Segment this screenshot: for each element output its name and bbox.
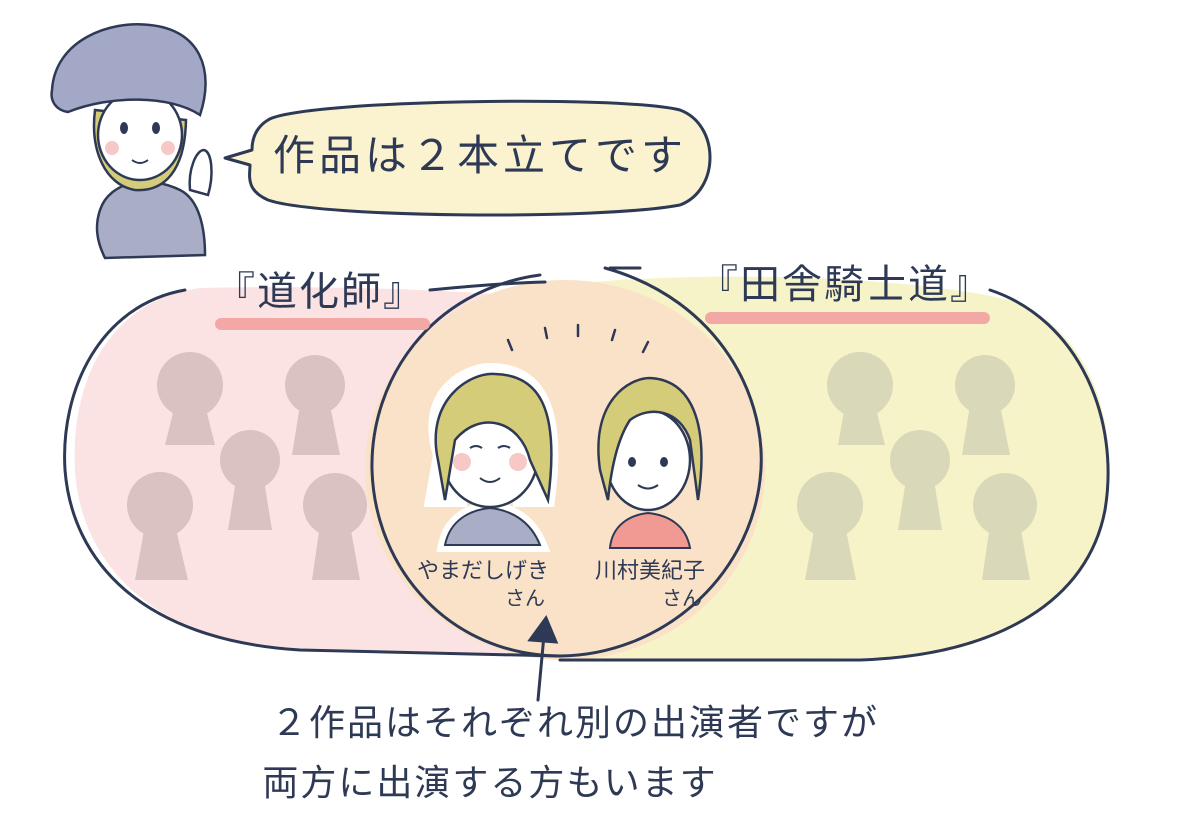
right-set-outline <box>558 288 1110 662</box>
right-play-title: 『田舎騎士道』 <box>698 262 992 308</box>
left-set-outline <box>63 288 562 658</box>
caption-line-2: 両方に出演する方もいます <box>262 763 717 804</box>
caption-line-1: ２作品はそれぞれ別の出演者ですが <box>271 703 879 744</box>
person-silhouette <box>827 352 893 445</box>
up-arrow-icon <box>527 614 559 702</box>
overlap-area <box>365 280 765 660</box>
left-set-top-line <box>428 280 547 292</box>
person-silhouette <box>890 430 950 530</box>
person-silhouette <box>303 473 367 580</box>
speech-bubble-text: 作品は２本立てです <box>273 131 687 180</box>
cast-left-name: やまだしげき <box>417 559 549 584</box>
left-title-underline <box>215 318 430 330</box>
beret-icon <box>50 23 207 117</box>
overlap-circle-outline <box>370 266 763 658</box>
cast-right-honorific: さん <box>662 586 702 610</box>
portrait-kawamura <box>597 376 703 549</box>
person-silhouette <box>285 355 345 455</box>
person-silhouette <box>127 472 193 580</box>
portrait-yamada <box>423 362 559 552</box>
left-play-title: 『道化師』 <box>215 269 425 315</box>
speech-bubble <box>223 99 712 217</box>
cast-left-honorific: さん <box>505 586 545 610</box>
person-silhouette <box>157 352 223 445</box>
person-silhouette <box>973 473 1037 580</box>
narrator-character <box>50 23 213 260</box>
right-cast-silhouettes <box>797 352 1037 580</box>
person-silhouette <box>955 355 1015 455</box>
sparkle-marks <box>506 323 650 354</box>
right-title-underline <box>705 312 990 324</box>
left-cast-silhouettes <box>127 352 367 580</box>
person-silhouette <box>797 472 863 580</box>
cast-right-name: 川村美紀子 <box>595 559 705 584</box>
person-silhouette <box>220 430 280 530</box>
